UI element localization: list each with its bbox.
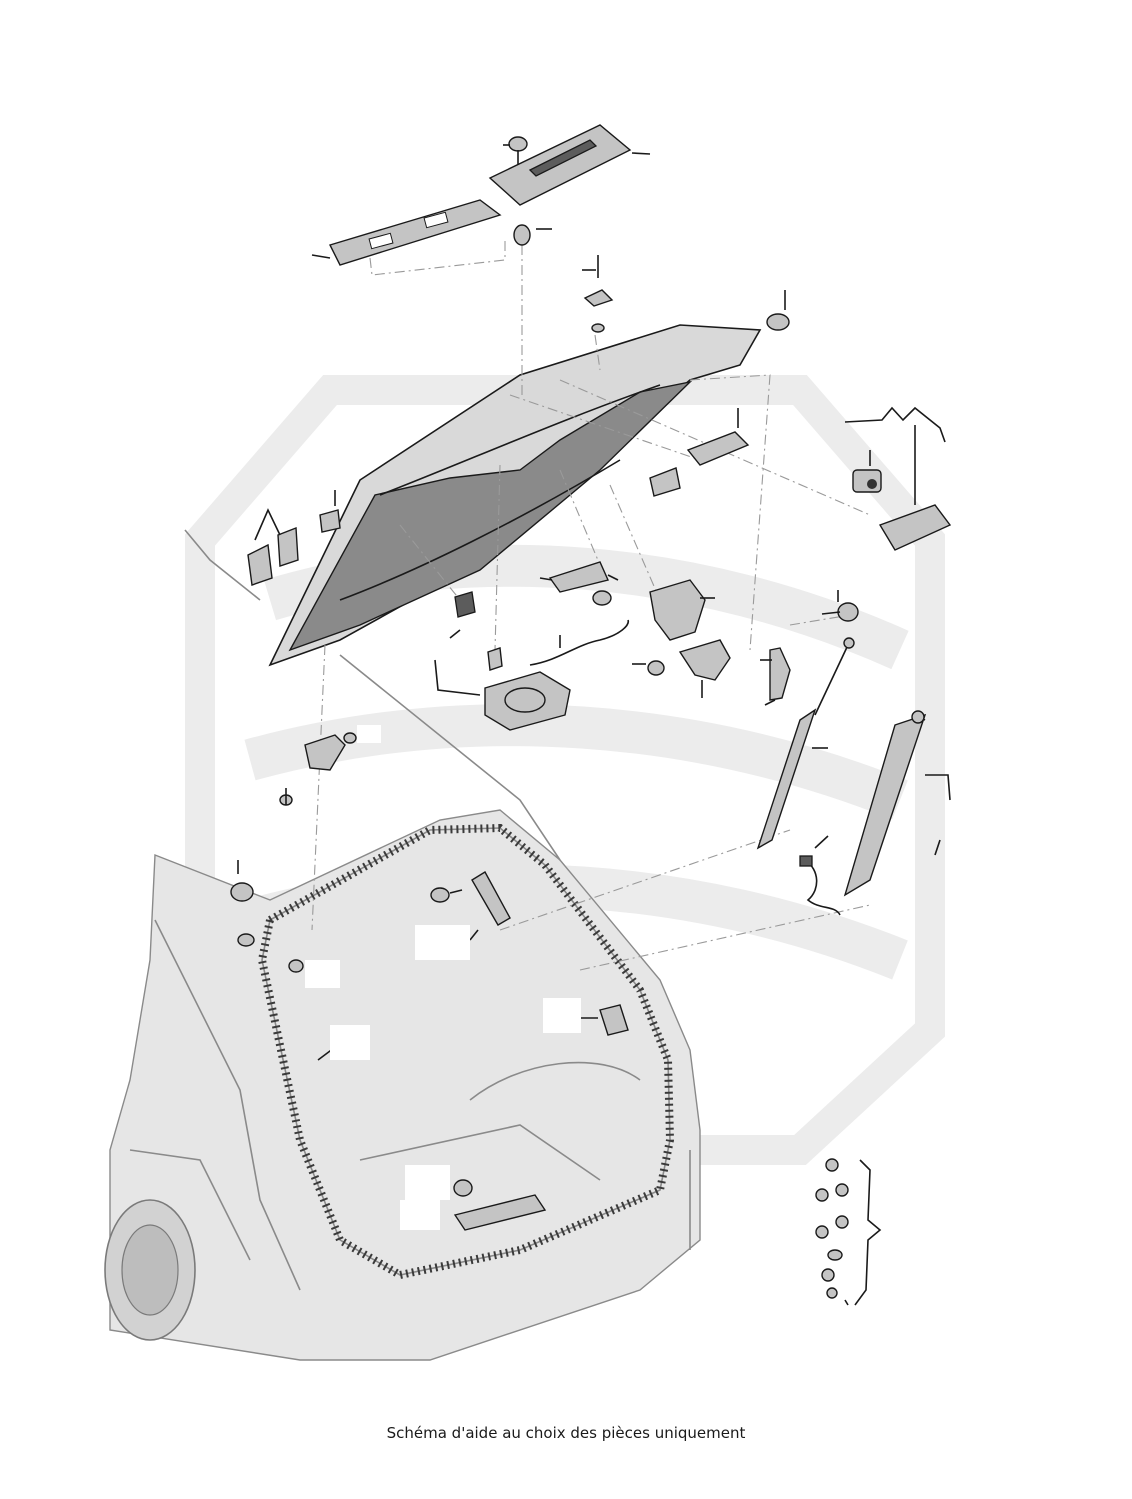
small-clips: [449, 591, 503, 671]
diagram-caption: Schéma d'aide au choix des pièces unique…: [386, 1424, 746, 1442]
camera-module: [852, 450, 882, 493]
lock-bracket: [539, 561, 619, 606]
label-tag: [649, 467, 681, 497]
gas-strut-left: [756, 637, 855, 850]
cable-harness: [529, 619, 629, 666]
motor-drive-unit: [434, 659, 571, 731]
cover-strip: [311, 199, 502, 266]
striker-lower: [400, 1165, 547, 1231]
bolt-lower: [415, 871, 511, 960]
handle-release-unit: [844, 406, 952, 551]
rubber-buffer: [766, 290, 790, 331]
striker: [678, 639, 731, 698]
screw-top: [503, 136, 528, 165]
roof-spoiler-plate: [488, 124, 651, 206]
gas-strut-right: [843, 710, 951, 897]
screw-right: [821, 590, 859, 622]
nut-centre: [632, 660, 665, 676]
fastener-kit: [815, 1158, 882, 1306]
car-body-outline: [104, 529, 701, 1361]
latch-lower: [543, 998, 629, 1036]
seal-strip-label: [317, 1025, 370, 1061]
strut-cable: [799, 835, 841, 916]
bracket-right: [760, 647, 791, 706]
cap-rubber: [230, 860, 255, 947]
clip-top: [513, 224, 552, 246]
hinge-left: [279, 725, 381, 806]
lock-assembly: [649, 579, 715, 641]
nut-lower: [288, 959, 340, 988]
gaskets-pair: [247, 490, 341, 586]
handle-switch: [686, 408, 750, 466]
stud-bolt: [582, 255, 614, 333]
tailgate-lid: [268, 324, 762, 667]
